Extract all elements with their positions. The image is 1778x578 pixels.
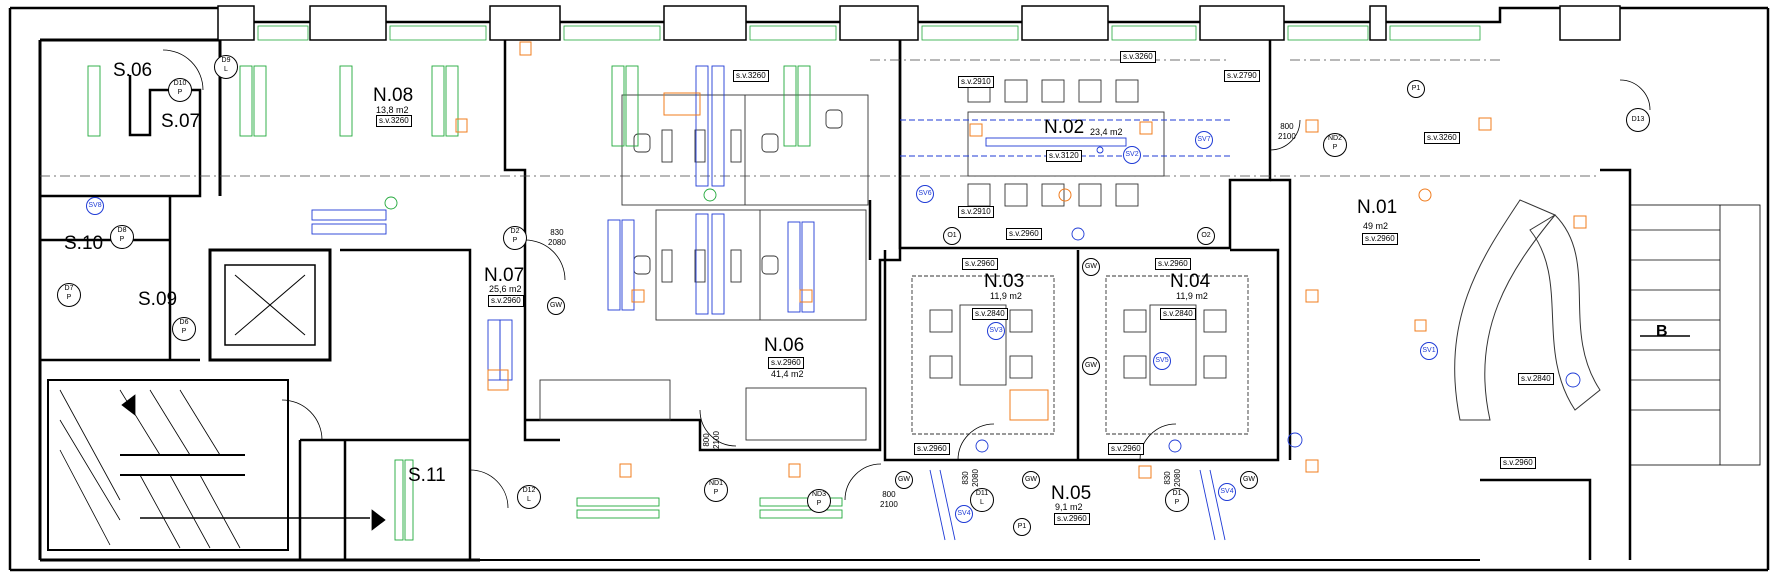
room-s10-label: S.10 xyxy=(64,233,104,254)
sv-label-n01-right: s.v.2840 xyxy=(1518,373,1554,385)
marker-sv6: SV6 xyxy=(916,185,934,203)
room-s06-label: S.06 xyxy=(113,60,153,81)
reception-desk-n01 xyxy=(1454,199,1601,421)
meeting-table-n02 xyxy=(967,79,1165,207)
marker-gw-bottom-3: GW xyxy=(1240,471,1258,489)
sv-label-n02-left1: s.v.2910 xyxy=(958,76,994,88)
grid-lines xyxy=(40,59,1600,177)
room-n02-area: 23,4 m2 xyxy=(1090,127,1123,137)
room-n05-label: N.05 xyxy=(1051,483,1092,504)
room-n01-label: N.01 xyxy=(1357,197,1398,218)
room-n03-sv: s.v.2840 xyxy=(972,308,1008,320)
sv-label-n03-bottom: s.v.2960 xyxy=(914,443,950,455)
room-n06-sv: s.v.2960 xyxy=(768,357,804,369)
marker-p1-top: P1 xyxy=(1407,80,1425,98)
lighting-fixtures xyxy=(311,65,1581,541)
room-s11-label: S.11 xyxy=(408,465,446,486)
elevator-shaft xyxy=(224,264,316,346)
sv-label-n02-left2: s.v.2910 xyxy=(958,206,994,218)
room-n05-sv: s.v.2960 xyxy=(1054,513,1090,525)
room-n01-sv: s.v.2960 xyxy=(1362,233,1398,245)
furniture-green xyxy=(87,65,843,541)
marker-p1-bottom: P1 xyxy=(1013,518,1031,536)
exterior-walls xyxy=(8,6,1770,572)
marker-sv2: SV2 xyxy=(1123,146,1141,164)
room-n04-label: N.04 xyxy=(1170,271,1211,292)
room-n05-area: 9,1 m2 xyxy=(1055,502,1083,512)
room-n04-area: 11,9 m2 xyxy=(1176,291,1208,301)
marker-sv4-left: SV4 xyxy=(955,505,973,523)
marker-o1: O1 xyxy=(943,227,961,245)
room-s07-label: S.07 xyxy=(161,111,201,132)
room-n07-area: 25,6 m2 xyxy=(489,284,522,294)
room-n01-area: 49 m2 xyxy=(1363,221,1389,231)
chairs-n06 xyxy=(633,109,843,275)
marker-gw-bottom-2: GW xyxy=(1022,471,1040,489)
marker-sv8: SV8 xyxy=(86,197,104,215)
marker-sv4-right: SV4 xyxy=(1218,483,1236,501)
room-n07-label: N.07 xyxy=(484,265,525,286)
sv-label-n06-top: s.v.3260 xyxy=(733,70,769,82)
sv-label-n01-bottom: s.v.2960 xyxy=(1500,457,1536,469)
stairs-right xyxy=(1629,204,1761,466)
marker-sv3: SV3 xyxy=(987,322,1005,340)
room-n04-sv: s.v.2840 xyxy=(1160,308,1196,320)
sv-label-n02-bottom: s.v.2960 xyxy=(1006,228,1042,240)
marker-o2: O2 xyxy=(1197,227,1215,245)
marker-sv5: SV5 xyxy=(1153,352,1171,370)
sv-label-n03-top: s.v.2960 xyxy=(962,258,998,270)
room-n03-label: N.03 xyxy=(984,271,1025,292)
sv-label-n01-top: s.v.3260 xyxy=(1424,132,1460,144)
room-n08-label: N.08 xyxy=(373,85,414,106)
room-n08-area: 13,8 m2 xyxy=(376,105,409,115)
window-bays xyxy=(217,5,1621,41)
sv-label-n02-top: s.v.3260 xyxy=(1120,51,1156,63)
sv-label-n02-right: s.v.2790 xyxy=(1224,70,1260,82)
marker-gw-n04: GW xyxy=(1082,357,1100,375)
section-mark-b: B xyxy=(1656,323,1668,340)
room-n03-area: 11,9 m2 xyxy=(990,291,1022,301)
marker-sv7: SV7 xyxy=(1195,131,1213,149)
room-n07-sv: s.v.2960 xyxy=(488,295,524,307)
desks-n06 xyxy=(539,94,869,441)
marker-gw-n03: GW xyxy=(1082,258,1100,276)
room-n02-sv: s.v.3120 xyxy=(1046,150,1082,162)
room-n08-sv: s.v.3260 xyxy=(376,115,412,127)
room-n02-label: N.02 xyxy=(1044,117,1085,138)
marker-gw-n07: GW xyxy=(547,297,565,315)
stairs-left xyxy=(47,379,386,551)
room-s09-label: S.09 xyxy=(138,289,178,310)
electrical-outlets xyxy=(455,41,1587,479)
window-glazing xyxy=(257,25,1481,41)
room-n06-area: 41,4 m2 xyxy=(771,369,804,379)
room-n06-label: N.06 xyxy=(764,335,805,356)
marker-sv1: SV1 xyxy=(1420,342,1438,360)
door-tag-d13: D13 xyxy=(1626,108,1650,132)
sv-label-n04-bottom: s.v.2960 xyxy=(1108,443,1144,455)
sv-label-n04-top: s.v.2960 xyxy=(1155,258,1191,270)
marker-gw-bottom-1: GW xyxy=(895,471,913,489)
